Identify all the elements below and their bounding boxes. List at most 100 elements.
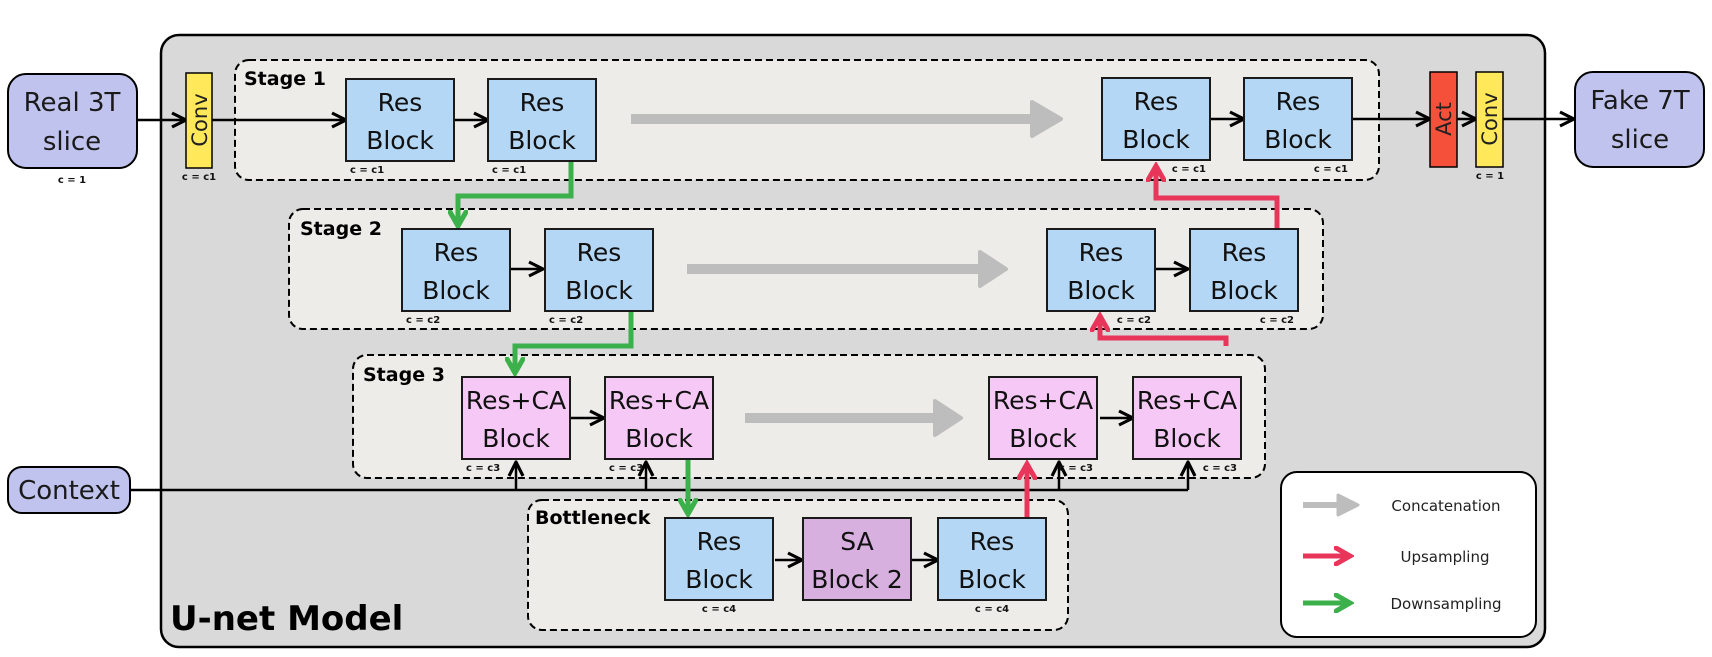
output-label-line2: slice xyxy=(1611,125,1669,155)
block-label-line2: Block xyxy=(625,424,693,453)
block-channels: c = c3 xyxy=(1059,463,1093,474)
block-body xyxy=(604,376,714,460)
block-label-line2: Block xyxy=(508,126,576,155)
input-conv-label: Conv xyxy=(188,93,212,146)
block-channels: c = c2 xyxy=(549,315,583,326)
input-channels: c = 1 xyxy=(58,175,86,186)
stage-2-title: Stage 2 xyxy=(300,218,382,240)
block-channels: c = c1 xyxy=(1314,164,1348,175)
block-label-line2: Block xyxy=(1210,276,1278,305)
input-label-line2: slice xyxy=(43,127,101,157)
stage-3-encoder-block-2: Res+CA Block c = c3 xyxy=(604,376,714,474)
block-channels: c = c1 xyxy=(1172,164,1206,175)
block-label-line2: Block xyxy=(565,276,633,305)
output-activation-layer: Act xyxy=(1429,71,1458,168)
concatenation-arrow-icon xyxy=(1336,493,1360,517)
legend: Concatenation Upsampling Downsampling xyxy=(1280,471,1537,638)
context-label: Context xyxy=(18,476,120,506)
output-node-fake-7t-slice: Fake 7T slice xyxy=(1574,71,1705,168)
block-label-line2: Block xyxy=(366,126,434,155)
block-label-line1: Res+CA xyxy=(1137,386,1237,415)
block-channels: c = c4 xyxy=(702,604,736,615)
block-label-line1: Res+CA xyxy=(609,386,709,415)
block-body xyxy=(487,78,597,162)
block-channels: c = c2 xyxy=(406,315,440,326)
legend-item-downsampling: Downsampling xyxy=(1303,595,1502,613)
block-label-line1: Res xyxy=(1079,238,1124,267)
block-body xyxy=(937,517,1047,601)
upsample-arrow-3 xyxy=(1156,166,1280,228)
downsample-arrow-2 xyxy=(515,312,634,373)
block-body xyxy=(1132,376,1242,460)
input-label-line1: Real 3T xyxy=(24,88,121,118)
block-body xyxy=(1046,228,1156,312)
block-body xyxy=(988,376,1098,460)
concat-arrow-stage-1 xyxy=(631,100,1063,138)
block-channels: c = c1 xyxy=(350,165,384,176)
block-label-line1: Res xyxy=(1134,87,1179,116)
concat-arrow-stage-2 xyxy=(687,250,1008,288)
block-label-line1: Res xyxy=(1276,87,1321,116)
downsample-arrows xyxy=(458,162,688,514)
bottleneck-title: Bottleneck xyxy=(535,507,651,529)
block-label-line2: Block xyxy=(958,565,1026,594)
block-channels: c = c3 xyxy=(609,463,643,474)
unet-model-container xyxy=(159,33,1547,649)
block-label-line1: Res+CA xyxy=(466,386,566,415)
block-channels: c = c2 xyxy=(1117,315,1151,326)
output-conv-layer: Conv c = 1 xyxy=(1475,71,1504,182)
legend-item-upsampling: Upsampling xyxy=(1303,548,1490,566)
block-label-line1: Res xyxy=(434,238,479,267)
block-body xyxy=(544,228,654,312)
block-label-line2: Block xyxy=(1009,424,1077,453)
legend-label-upsampling: Upsampling xyxy=(1400,548,1489,566)
block-label-line2: Block xyxy=(422,276,490,305)
block-channels: c = c4 xyxy=(975,604,1009,615)
block-label-line2: Block xyxy=(482,424,550,453)
block-label-line2: Block xyxy=(1122,125,1190,154)
block-channels: c = c1 xyxy=(492,165,526,176)
block-body xyxy=(461,376,571,460)
block-label-line2: Block xyxy=(1153,424,1221,453)
block-label-line1: Res+CA xyxy=(993,386,1093,415)
stage-3-decoder-block-1: Res+CA Block c = c3 xyxy=(988,376,1098,474)
block-label-line2: Block xyxy=(1067,276,1135,305)
block-label-line2: Block xyxy=(1264,125,1332,154)
block-body xyxy=(1189,228,1299,312)
block-label-line1: Res xyxy=(1222,238,1267,267)
block-body xyxy=(802,517,912,601)
context-node: Context xyxy=(7,466,131,514)
upsample-arrows xyxy=(1027,166,1280,518)
block-label-line1: Res xyxy=(378,88,423,117)
legend-label-concatenation: Concatenation xyxy=(1391,497,1500,515)
block-body xyxy=(401,228,511,312)
concat-arrow-stage-3 xyxy=(745,399,963,437)
block-label-line1: SA xyxy=(840,527,873,556)
input-conv-layer: Conv c = c1 xyxy=(182,72,216,183)
block-body xyxy=(664,517,774,601)
downsample-arrow-1 xyxy=(458,162,574,226)
stage-1-title: Stage 1 xyxy=(244,68,326,90)
input-node-real-3t-slice: Real 3T slice c = 1 xyxy=(7,73,138,186)
legend-item-concatenation: Concatenation xyxy=(1303,493,1501,517)
block-label-line2: Block xyxy=(685,565,753,594)
block-label-line1: Res xyxy=(697,527,742,556)
block-body xyxy=(345,78,455,162)
block-label-line1: Res xyxy=(970,527,1015,556)
flow-arrows xyxy=(137,119,1574,560)
output-act-label: Act xyxy=(1432,102,1456,136)
